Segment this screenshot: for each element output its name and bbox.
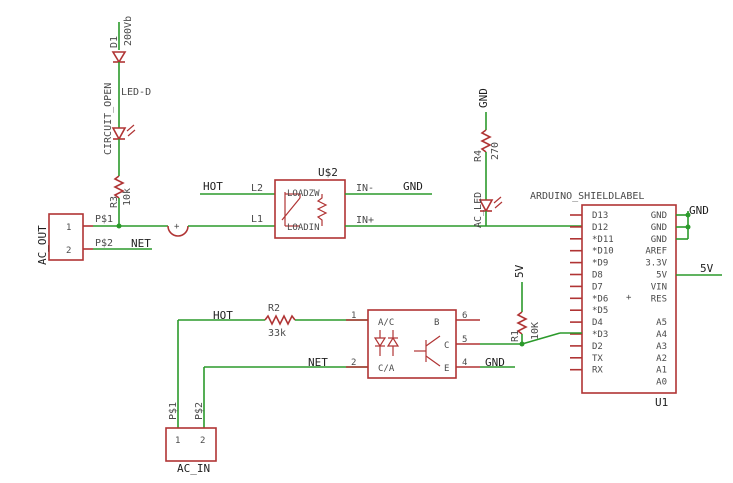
r1-value: 10K: [530, 322, 541, 340]
ac-in-label2: P$2: [194, 402, 205, 420]
arduino-label: ARDUINO_SHIELDLABEL: [530, 191, 644, 202]
net-net-out: NET: [131, 237, 151, 250]
arduino-analog-pin-1: A4: [656, 330, 667, 340]
opto-ac2: C/A: [378, 364, 395, 374]
opto-pin6: 6: [462, 311, 467, 321]
opto-b: B: [434, 318, 439, 328]
ac-in-connector[interactable]: [165, 427, 217, 462]
junction-gnd-a: [685, 212, 691, 218]
junction-gnd-b: [685, 224, 691, 230]
u2-name: U$2: [318, 166, 338, 179]
arduino-right-pin-4: 3.3V: [645, 259, 667, 269]
ac-in-pin2: 2: [200, 436, 205, 446]
u2-loadin: LOADIN: [287, 223, 320, 233]
r4-name: R4: [473, 150, 484, 162]
arduino-right-pin-3: AREF: [645, 247, 667, 257]
arduino-left-pin-9: D4: [592, 318, 603, 328]
r2-resistor[interactable]: [264, 314, 296, 326]
arduino-left-pin-4: *D9: [592, 259, 608, 269]
arduino-right-pin-2: GND: [651, 235, 667, 245]
net-ps1: P$1: [95, 214, 113, 225]
net-gnd-opto: GND: [485, 356, 505, 369]
u2-loadzw: LOADZW: [287, 189, 320, 199]
ac-out-name: AC_OUT: [36, 225, 49, 265]
net-net-bottom: NET: [308, 356, 328, 369]
ac-in-pin1: 1: [175, 436, 180, 446]
fuse-plus: +: [174, 222, 180, 232]
arduino-right-pin-7: RES: [651, 294, 667, 304]
r3-name: R3: [109, 196, 120, 208]
opto-ac1: A/C: [378, 318, 394, 328]
d1-value: 200Vb: [123, 16, 134, 46]
arduino-left-pin-2: *D11: [592, 235, 614, 245]
arduino-left-pin-12: TX: [592, 354, 603, 364]
arduino-plus: +: [626, 293, 632, 303]
net-gnd-r4: GND: [477, 88, 490, 108]
arduino-left-pin-13: RX: [592, 366, 603, 376]
r4-resistor[interactable]: [480, 129, 492, 153]
net-gnd-arduino: GND: [689, 204, 709, 217]
opto-c: C: [444, 341, 449, 351]
arduino-left-pin-7: *D6: [592, 294, 608, 304]
net-hot-bottom: HOT: [213, 309, 233, 322]
opto-pin5: 5: [462, 335, 467, 345]
led-d-value: CIRCUIT_OPEN: [103, 83, 114, 155]
arduino-left-pin-3: *D10: [592, 247, 614, 257]
r3-resistor[interactable]: [113, 175, 125, 199]
ac-in-name: AC_IN: [177, 462, 210, 475]
r2-name: R2: [268, 303, 280, 314]
r3-value: 10k: [122, 188, 133, 206]
r4-value: 270: [490, 142, 501, 160]
arduino-analog-pin-3: A2: [656, 354, 667, 364]
arduino-left-pin-5: D8: [592, 271, 603, 281]
arduino-left-pin-1: D12: [592, 223, 608, 233]
arduino-left-pin-8: *D5: [592, 306, 608, 316]
ac-in-label1: P$1: [168, 402, 179, 420]
net-gnd-u2: GND: [403, 180, 423, 193]
u2-relay[interactable]: [274, 179, 346, 239]
arduino-right-pin-1: GND: [651, 223, 667, 233]
arduino-left-pin-11: D2: [592, 342, 603, 352]
r2-value: 33k: [268, 328, 286, 339]
net-5v-r1: 5V: [513, 264, 526, 278]
u2-pin-inminus: IN-: [356, 183, 374, 194]
r1-name: R1: [510, 330, 521, 342]
led-d-name: LED-D: [121, 87, 151, 98]
opto-pin4: 4: [462, 358, 467, 368]
fuse-arc[interactable]: +: [167, 222, 189, 237]
net-hot-top: HOT: [203, 180, 223, 193]
d1-name: D1: [109, 36, 120, 48]
arduino-right-pin-6: VIN: [651, 282, 667, 292]
u2-pin-inplus: IN+: [356, 215, 374, 226]
arduino-right-pin-5: 5V: [656, 271, 667, 281]
opto-e: E: [444, 364, 449, 374]
arduino-name: U1: [655, 396, 668, 409]
arduino-analog-pin-5: A0: [656, 378, 667, 388]
arduino-analog-pin-2: A3: [656, 342, 667, 352]
ac-out-connector[interactable]: [48, 213, 84, 261]
arduino-analog-pin-4: A1: [656, 366, 667, 376]
ac-out-pin2: 2: [66, 246, 71, 256]
arduino-left-pin-10: *D3: [592, 330, 608, 340]
opto-pin1: 1: [351, 311, 356, 321]
u2-pin-l2: L2: [251, 183, 263, 194]
arduino-left-pin-0: D13: [592, 211, 608, 221]
net-5v-arduino: 5V: [700, 262, 714, 275]
arduino-analog-pin-0: A5: [656, 318, 667, 328]
arduino-right-pin-0: GND: [651, 211, 667, 221]
u2-pin-l1: L1: [251, 214, 263, 225]
arduino-left-pin-6: D7: [592, 282, 603, 292]
ac-led-name: AC_LED: [473, 192, 484, 228]
r1-resistor[interactable]: [516, 311, 528, 335]
opto-pin2: 2: [351, 358, 356, 368]
led-d-led[interactable]: [111, 124, 136, 141]
ac-out-pin1: 1: [66, 223, 71, 233]
net-ps2: P$2: [95, 238, 113, 249]
